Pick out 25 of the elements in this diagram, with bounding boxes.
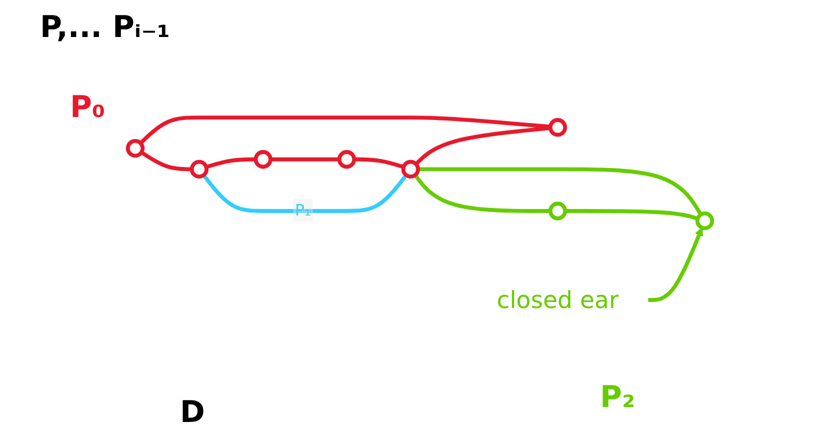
connector	[565, 209, 698, 221]
edge-label: P₁	[295, 200, 311, 220]
label: D	[180, 395, 205, 430]
connector	[140, 150, 192, 172]
node-circle	[548, 118, 568, 137]
node-text: closed ear	[496, 286, 619, 314]
connector	[139, 116, 551, 145]
connector	[202, 174, 408, 213]
node-circle	[695, 211, 714, 230]
heading: P,... Pᵢ₋₁	[40, 10, 170, 45]
label: P₂	[600, 380, 636, 415]
connector	[354, 157, 404, 169]
connector	[270, 157, 340, 162]
arrow	[648, 227, 704, 302]
node-circle	[190, 160, 209, 179]
node-circle	[548, 202, 568, 220]
label: P₀	[70, 90, 106, 125]
connector	[418, 167, 703, 216]
node-circle	[254, 150, 272, 169]
node-circle	[401, 160, 420, 179]
connector	[414, 126, 551, 166]
connector	[206, 157, 256, 169]
connector	[414, 174, 550, 213]
node-circle	[126, 138, 145, 158]
node-circle	[337, 150, 356, 169]
